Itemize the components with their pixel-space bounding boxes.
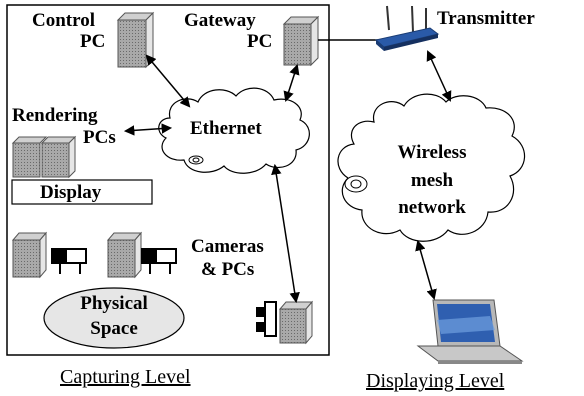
signal-icon — [188, 155, 204, 165]
camera-pc-icon — [11, 231, 48, 279]
camera-pc-icon — [278, 300, 314, 345]
camera-icon — [256, 301, 277, 337]
cameras-label-2: & PCs — [201, 259, 255, 280]
capturing-frame — [6, 4, 330, 356]
laptop-icon — [416, 299, 524, 364]
wireless-mesh-cloud-icon — [337, 93, 526, 242]
display-label: Display — [40, 182, 102, 203]
wireless-label-2: mesh — [410, 170, 454, 191]
ethernet-cloud-icon — [158, 87, 310, 174]
rendering-pc-icon — [11, 135, 77, 179]
control-ethernet-arrow — [145, 54, 191, 108]
control-pc-label-2: PC — [80, 31, 106, 52]
physical-space-ellipse — [43, 287, 185, 349]
camera-icon — [141, 248, 177, 274]
transmitter-mesh-arrow — [426, 50, 452, 102]
mesh-laptop-arrow — [415, 239, 437, 301]
transmitter-label: Transmitter — [437, 8, 535, 29]
displaying-level-title: Displaying Level — [366, 370, 505, 392]
gateway-pc-label-1: Gateway — [184, 10, 256, 31]
ethernet-camera-arrow — [271, 163, 300, 304]
camera-icon — [51, 248, 87, 274]
rendering-pcs-label-2: PCs — [83, 127, 116, 148]
physical-space-label-1: Physical — [80, 293, 148, 314]
physical-space-label-2: Space — [90, 318, 138, 339]
control-pc-label-1: Control — [32, 10, 95, 31]
cameras-label-1: Cameras — [191, 236, 264, 257]
signal-icon — [344, 175, 368, 193]
rendering-ethernet-arrow — [123, 123, 173, 136]
control-pc-icon — [116, 11, 155, 69]
wireless-label-1: Wireless — [397, 142, 467, 163]
gateway-ethernet-arrow — [283, 64, 300, 102]
rendering-pcs-label-1: Rendering — [12, 105, 98, 126]
ethernet-label: Ethernet — [190, 118, 262, 139]
camera-pc-icon — [106, 231, 143, 279]
gateway-pc-label-2: PC — [247, 31, 273, 52]
wireless-router-icon — [374, 5, 440, 51]
wireless-label-3: network — [398, 197, 466, 218]
capturing-level-title: Capturing Level — [60, 366, 191, 388]
display-box — [11, 179, 153, 205]
gateway-pc-icon — [282, 15, 320, 67]
